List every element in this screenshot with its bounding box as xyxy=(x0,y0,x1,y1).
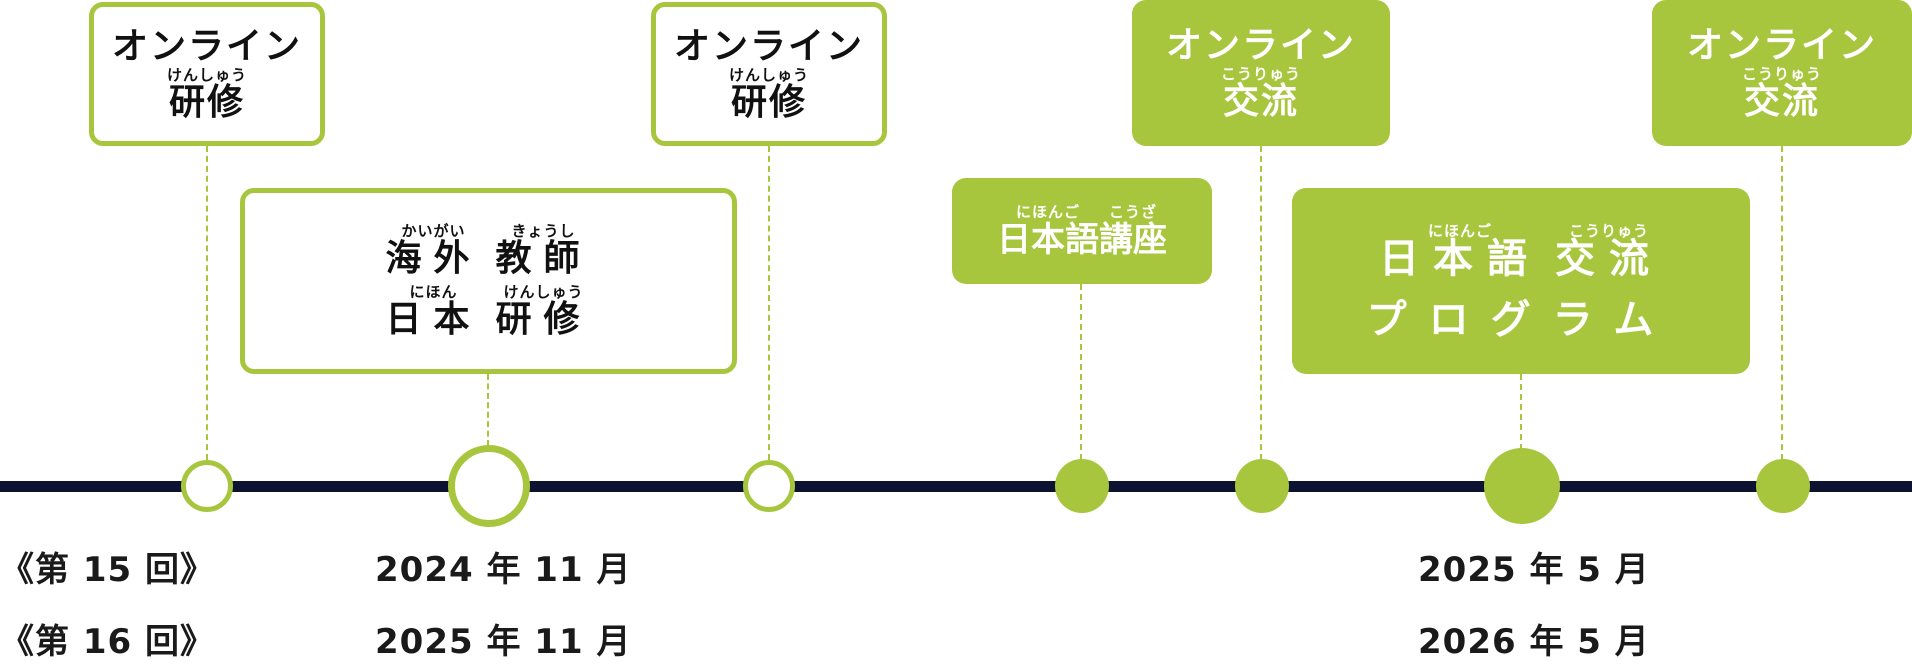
edition-label-15: 《第 15 回》 xyxy=(0,550,215,590)
timeline-node-exchange-program xyxy=(1484,448,1560,524)
date-label-15-a: 2024 年 11 月 xyxy=(375,550,632,590)
ruby-text: こうりゅう xyxy=(1568,221,1649,240)
event-kanji: 研修 xyxy=(730,81,807,123)
timeline-node-online-exchange-1 xyxy=(1235,459,1289,513)
date-label-15-b: 2025 年 5 月 xyxy=(1418,550,1650,590)
timeline-node-japanese-course xyxy=(1055,459,1109,513)
date-label-16-b: 2026 年 5 月 xyxy=(1418,622,1650,662)
timeline-node-online-training-1 xyxy=(181,460,233,512)
event-japanese-course: にほんご 日本語 こうざ 講座 xyxy=(952,178,1212,284)
connector-online-training-2 xyxy=(768,146,770,460)
event-subtitle: プログラム xyxy=(1366,296,1676,343)
event-kanji: 教師 xyxy=(495,238,592,279)
connector-online-exchange-1 xyxy=(1260,146,1262,460)
event-title: オンライン xyxy=(1686,24,1877,66)
timeline-node-overseas-training xyxy=(448,445,530,527)
event-kanji: 交流 xyxy=(1743,80,1820,122)
event-kanji: 海外 xyxy=(385,238,482,279)
event-kanji: 講座 xyxy=(1099,219,1167,260)
timeline-node-online-exchange-2 xyxy=(1756,459,1810,513)
ruby-text: こうりゅう xyxy=(1741,64,1822,83)
event-kanji: 交流 xyxy=(1555,235,1663,282)
event-title: オンライン xyxy=(1165,24,1356,66)
event-title: オンライン xyxy=(111,25,302,67)
event-kanji: 日本語 xyxy=(997,219,1099,260)
connector-overseas-training xyxy=(487,374,489,446)
connector-exchange-program xyxy=(1520,374,1522,450)
ruby-text: にほんご xyxy=(1015,202,1080,221)
ruby-text: けんしゅう xyxy=(166,65,247,84)
ruby-text: かいがい xyxy=(401,222,466,240)
event-kanji: 交流 xyxy=(1222,80,1299,122)
event-online-exchange-2: オンライン こうりゅう 交流 xyxy=(1652,0,1912,146)
ruby-text: にほん xyxy=(409,283,458,301)
event-online-training-2: オンライン けんしゅう 研修 xyxy=(651,2,887,146)
edition-label-16: 《第 16 回》 xyxy=(0,622,215,662)
connector-japanese-course xyxy=(1080,284,1082,460)
ruby-text: こうりゅう xyxy=(1220,64,1301,83)
event-line-1: かいがい 海外 きょうし 教師 xyxy=(385,223,591,278)
date-label-16-a: 2025 年 11 月 xyxy=(375,622,632,662)
event-online-training-1: オンライン けんしゅう 研修 xyxy=(89,2,325,146)
ruby-text: けんしゅう xyxy=(728,65,809,84)
ruby-text: こうざ xyxy=(1108,202,1157,221)
event-kanji: 日本 xyxy=(385,299,482,340)
timeline-axis xyxy=(0,481,1912,492)
ruby-text: にほんご xyxy=(1427,221,1492,240)
event-kanji: 日本語 xyxy=(1379,235,1541,282)
event-line-2: にほん 日本 けんしゅう 研修 xyxy=(385,284,591,339)
event-line-1: にほんご 日本語 こうりゅう 交流 xyxy=(1379,221,1663,282)
timeline-node-online-training-2 xyxy=(743,460,795,512)
event-kanji: 研修 xyxy=(495,299,592,340)
event-japanese-exchange-program: にほんご 日本語 こうりゅう 交流 プログラム xyxy=(1292,188,1750,374)
event-overseas-teacher-training: かいがい 海外 きょうし 教師 にほん 日本 けんしゅう 研修 xyxy=(240,188,737,374)
connector-online-exchange-2 xyxy=(1781,146,1783,460)
ruby-text: けんしゅう xyxy=(503,283,584,301)
event-kanji: 研修 xyxy=(168,81,245,123)
connector-online-training-1 xyxy=(206,146,208,460)
event-online-exchange-1: オンライン こうりゅう 交流 xyxy=(1132,0,1390,146)
event-line-1: にほんご 日本語 こうざ 講座 xyxy=(997,202,1167,260)
event-title: オンライン xyxy=(673,25,864,67)
ruby-text: きょうし xyxy=(511,222,576,240)
